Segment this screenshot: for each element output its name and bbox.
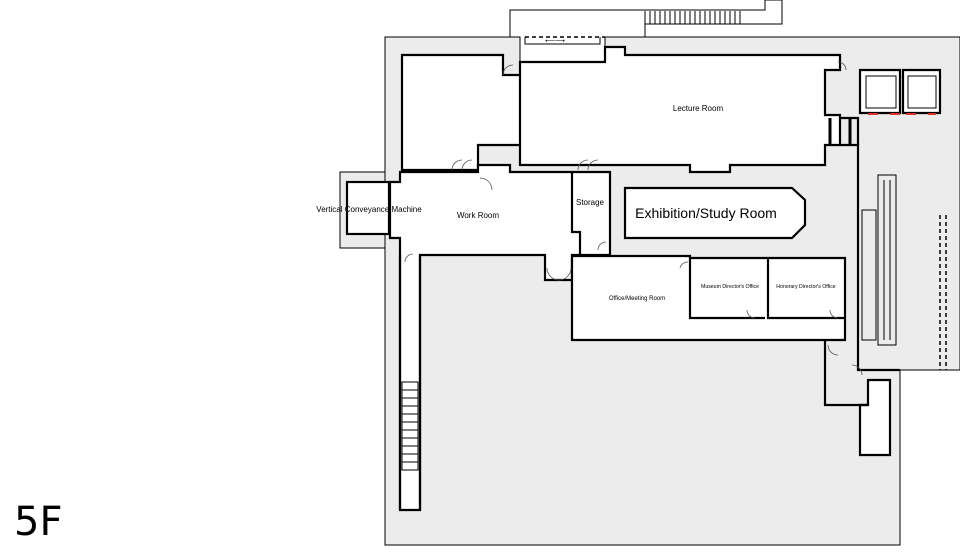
label-vertical-conveyance: Vertical Conveyance Machine (316, 205, 422, 214)
partitions (398, 116, 900, 510)
conveyance-shaft (345, 180, 391, 236)
escalator (861, 174, 897, 346)
label-honorary-directors-office: Honorary Director's Office (776, 284, 836, 290)
floor-label: 5F (14, 499, 63, 545)
doors (404, 61, 863, 376)
label-museum-directors-office: Museum Director's Office (701, 284, 759, 290)
left-stairs (401, 381, 419, 471)
label-exhibition-study-room: Exhibition/Study Room (635, 205, 777, 221)
elevators (865, 75, 937, 115)
right-edge-strip (939, 215, 947, 370)
label-work-room: Work Room (457, 211, 499, 220)
svg-text:⟵⟶: ⟵⟶ (545, 38, 565, 45)
label-office-meeting-room: Office/Meeting Room (609, 296, 665, 302)
label-storage: Storage (576, 198, 605, 207)
label-lecture-room: Lecture Room (673, 104, 724, 113)
